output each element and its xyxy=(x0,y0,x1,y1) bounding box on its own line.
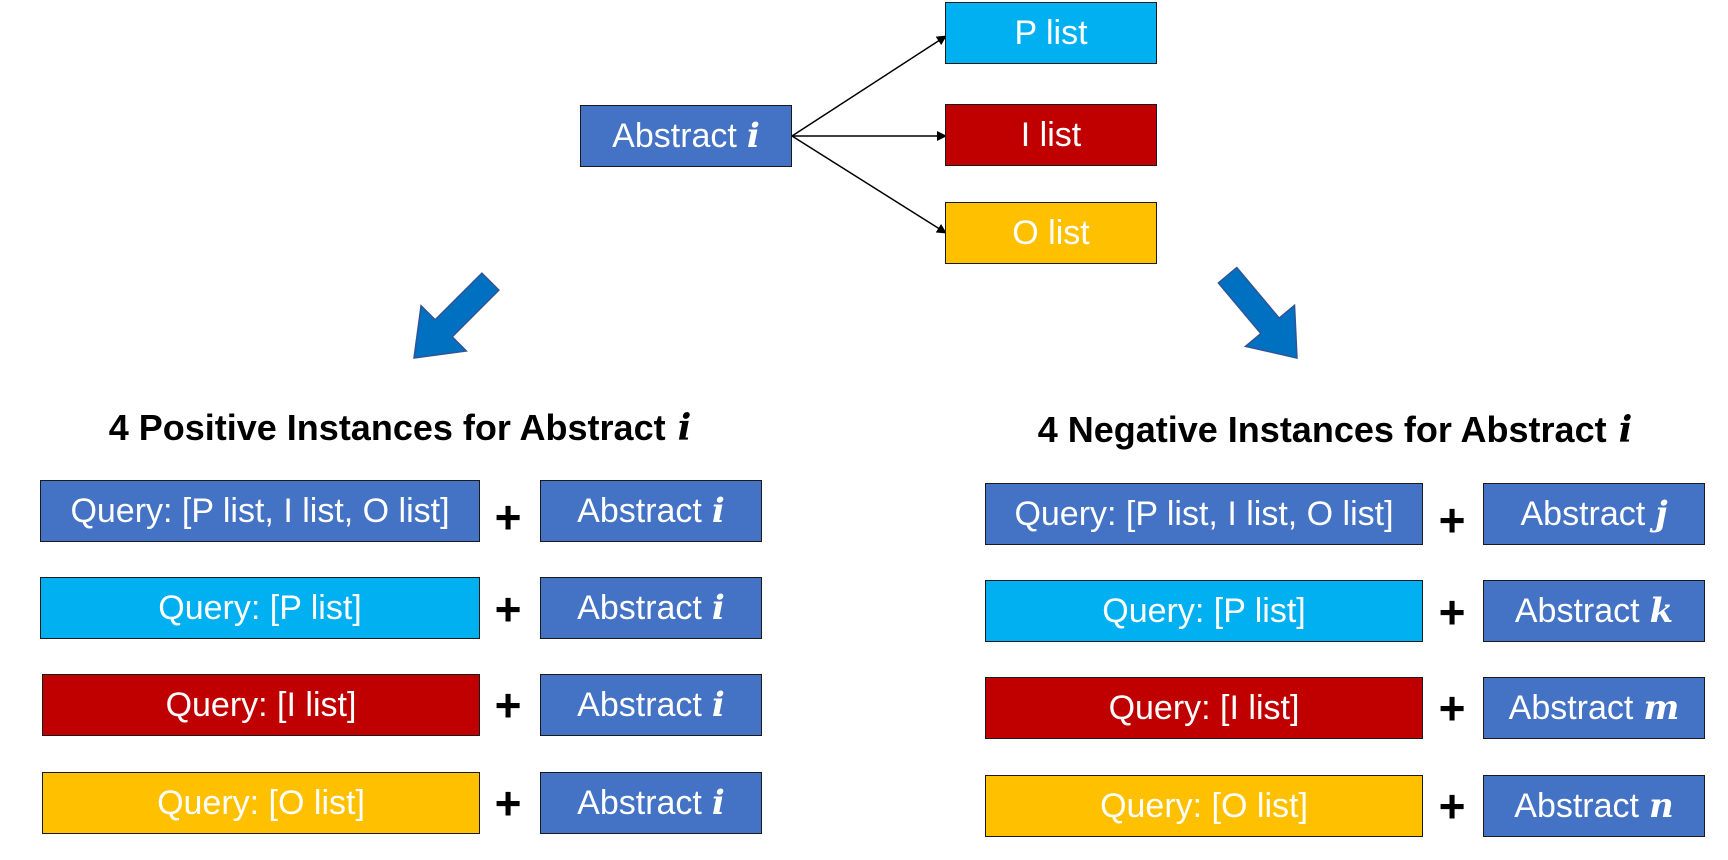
abstract-label: Abstract xyxy=(577,588,702,627)
plus-sign: + xyxy=(1438,682,1466,734)
abstract-variable: j xyxy=(1655,494,1668,534)
negative-query-box: Query: [P list, I list, O list] xyxy=(985,483,1423,545)
negative-query-box: Query: [O list] xyxy=(985,775,1423,837)
abstract-label: Abstract xyxy=(1514,591,1640,630)
abstract-label: Abstract xyxy=(577,491,702,530)
o-list-label: O list xyxy=(1012,213,1090,252)
positive-heading-variable: i xyxy=(677,407,692,449)
abstract-variable: n xyxy=(1648,786,1674,826)
abstract-variable: k xyxy=(1649,591,1674,631)
abstract-variable: m xyxy=(1643,688,1680,728)
arrow-to-o-list xyxy=(791,135,947,234)
i-list-label: I list xyxy=(1020,115,1082,154)
positive-heading: 4 Positive Instances for Abstract i xyxy=(40,400,760,456)
abstract-label: Abstract xyxy=(612,116,737,155)
positive-query-box: Query: [P list] xyxy=(40,577,480,639)
abstract-variable: i xyxy=(746,116,760,156)
positive-query-box: Query: [O list] xyxy=(42,772,480,834)
query-label: Query: [P list, I list, O list] xyxy=(70,491,450,530)
big-arrow-down-right xyxy=(1217,266,1298,359)
abstract-label: Abstract xyxy=(1520,494,1646,533)
abstract-variable: i xyxy=(711,685,725,725)
arrow-to-p-list xyxy=(791,35,947,137)
plus-sign: + xyxy=(494,679,522,731)
o-list-box: O list xyxy=(945,202,1157,264)
p-list-label: P list xyxy=(1014,13,1088,52)
plus-sign: + xyxy=(494,583,522,635)
abstract-label: Abstract xyxy=(1508,688,1634,727)
abstract-label: Abstract xyxy=(577,783,702,822)
negative-heading-text: 4 Negative Instances for Abstract xyxy=(1037,409,1607,450)
big-arrow-down-left xyxy=(413,272,500,359)
positive-query-box: Query: [P list, I list, O list] xyxy=(40,480,480,542)
abstract-variable: i xyxy=(711,491,725,531)
query-label: Query: [I list] xyxy=(1108,688,1300,727)
query-label: Query: [O list] xyxy=(1100,786,1308,825)
abstract-variable: i xyxy=(711,783,725,823)
plus-sign: + xyxy=(1438,586,1466,638)
query-label: Query: [P list] xyxy=(1102,591,1306,630)
positive-query-box: Query: [I list] xyxy=(42,674,480,736)
negative-query-box: Query: [P list] xyxy=(985,580,1423,642)
query-label: Query: [I list] xyxy=(165,685,357,724)
i-list-box: I list xyxy=(945,104,1157,166)
negative-heading-variable: i xyxy=(1618,409,1633,451)
plus-sign: + xyxy=(1438,494,1466,546)
p-list-box: P list xyxy=(945,2,1157,64)
query-label: Query: [O list] xyxy=(157,783,365,822)
plus-sign: + xyxy=(494,777,522,829)
abstract-variable: i xyxy=(711,588,725,628)
abstract-label: Abstract xyxy=(1514,786,1639,825)
negative-query-box: Query: [I list] xyxy=(985,677,1423,739)
plus-sign: + xyxy=(1438,780,1466,832)
plus-sign: + xyxy=(494,491,522,543)
abstract-label: Abstract xyxy=(577,685,702,724)
positive-heading-text: 4 Positive Instances for Abstract xyxy=(108,407,666,448)
negative-heading: 4 Negative Instances for Abstract i xyxy=(985,402,1685,458)
query-label: Query: [P list] xyxy=(158,588,362,627)
query-label: Query: [P list, I list, O list] xyxy=(1014,494,1394,533)
